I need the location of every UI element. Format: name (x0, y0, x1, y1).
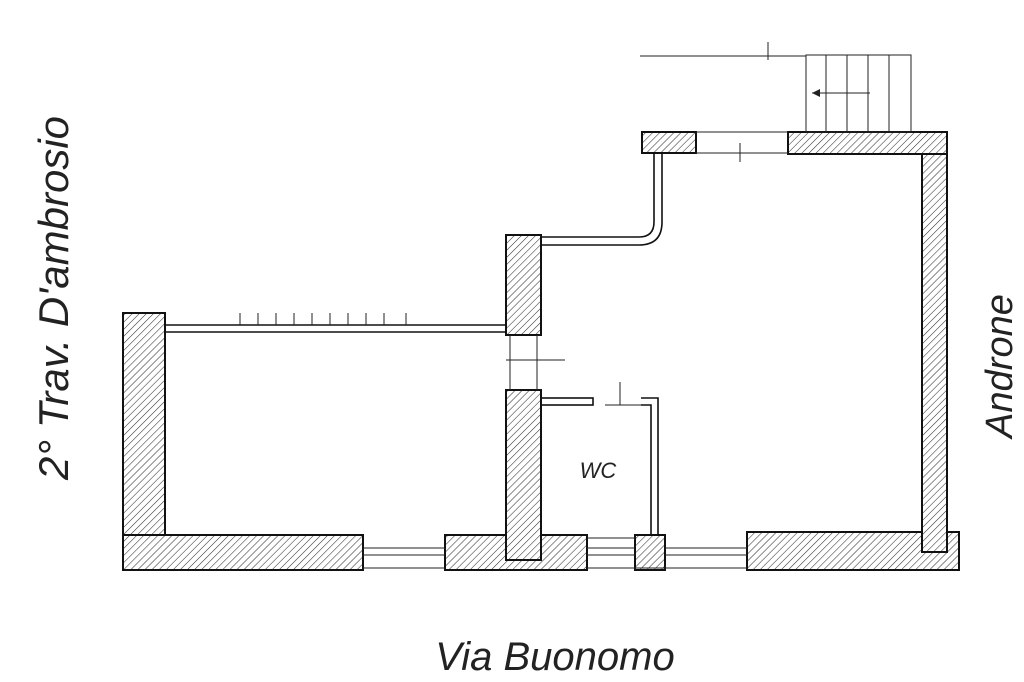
stairs (640, 42, 912, 133)
wall-left-room-west (122, 312, 166, 571)
wall-right-room-north (787, 131, 948, 155)
wall-pillar-south (634, 534, 666, 571)
wall-left-room-south-1 (122, 534, 364, 571)
partitions (165, 153, 663, 536)
wall-right-room-east (921, 131, 948, 553)
walls (122, 131, 960, 571)
wall-divider-upper (505, 234, 542, 336)
room-label-wc: WC (580, 458, 617, 483)
wall-divider-lower (505, 389, 542, 561)
wall-north-block (641, 131, 697, 154)
street-label-bottom: Via Buonomo (435, 635, 674, 679)
openings (363, 131, 788, 569)
street-label-left: 2° Trav. D'ambrosio (30, 116, 77, 481)
side-label-right: Androne (979, 294, 1021, 440)
